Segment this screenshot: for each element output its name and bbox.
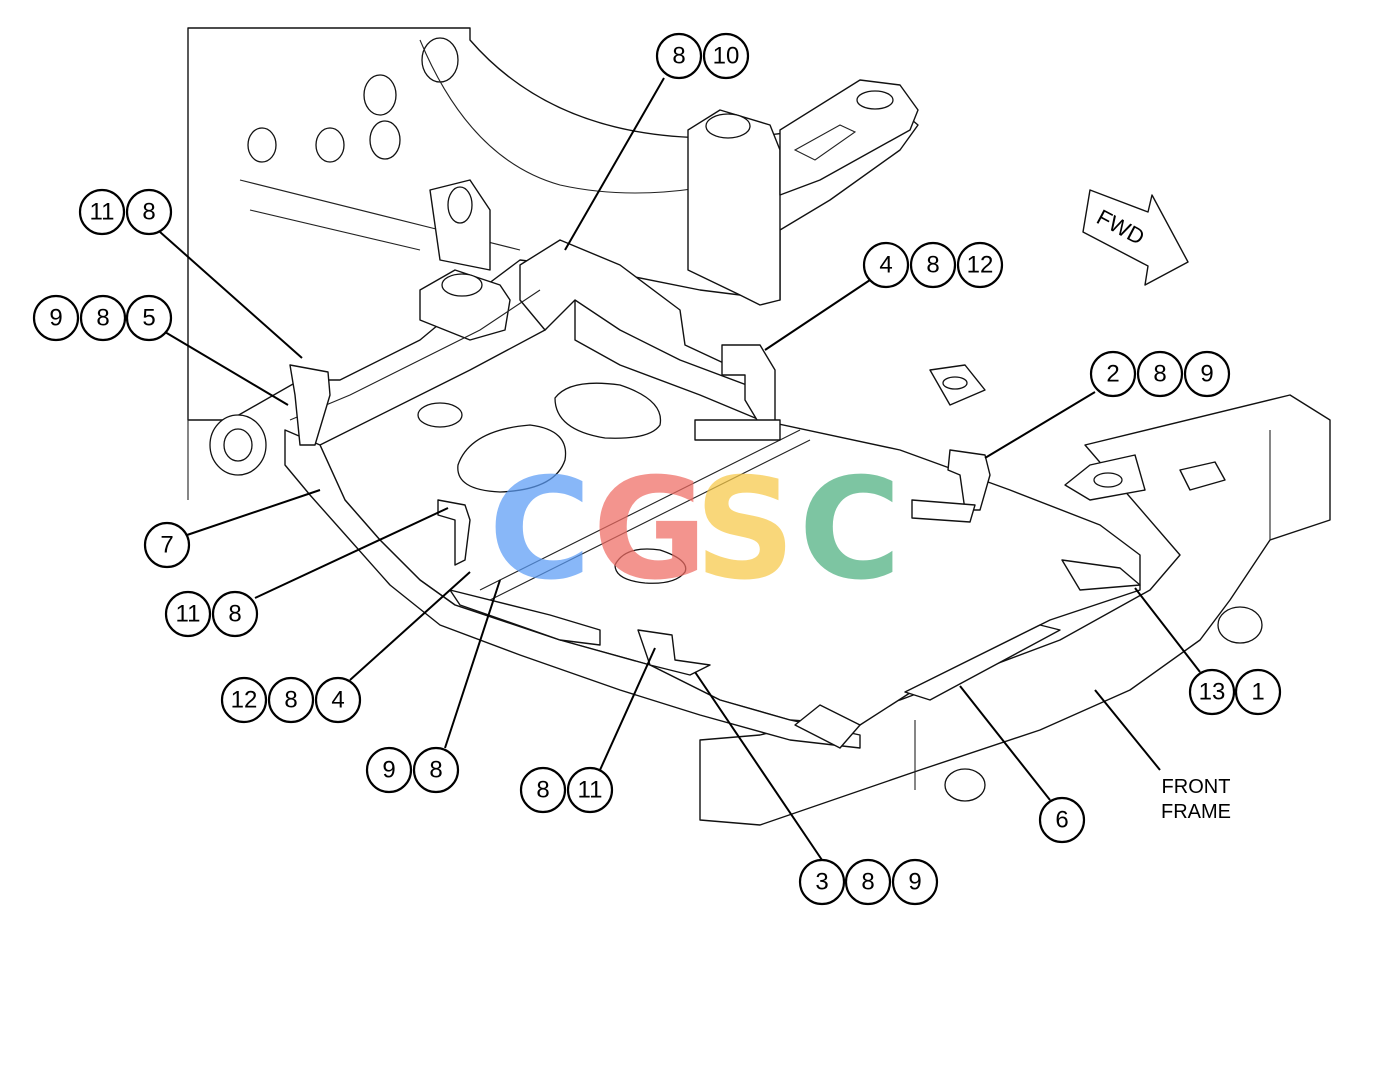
svg-text:8: 8 — [1153, 361, 1166, 388]
svg-text:3: 3 — [815, 869, 828, 896]
svg-text:9: 9 — [382, 757, 395, 784]
watermark-letter-g: G — [593, 449, 708, 612]
callout-3-8-9: 3 8 9 — [798, 858, 939, 906]
svg-text:6: 6 — [1055, 807, 1068, 834]
svg-text:1: 1 — [1251, 679, 1264, 706]
svg-text:8: 8 — [284, 687, 297, 714]
callout-8-10: 8 10 — [655, 32, 750, 80]
callout-13-1: 13 1 — [1188, 668, 1282, 716]
svg-text:11: 11 — [578, 777, 603, 804]
callout-11-8-mid: 11 8 — [164, 590, 259, 638]
leader-lines — [159, 77, 1201, 861]
watermark-letter-c2: C — [799, 449, 902, 612]
front-frame-label-line1: FRONT — [1162, 776, 1231, 798]
callout-8-11: 8 11 — [519, 766, 614, 814]
svg-text:8: 8 — [96, 305, 109, 332]
callout-11-8-top: 11 8 — [78, 188, 173, 236]
svg-text:4: 4 — [879, 252, 892, 279]
callout-4-8-12: 4 8 12 — [862, 241, 1004, 289]
front-frame-label: FRONT FRAME — [1161, 776, 1231, 823]
svg-text:8: 8 — [536, 777, 549, 804]
svg-text:2: 2 — [1106, 361, 1119, 388]
svg-text:9: 9 — [1200, 361, 1213, 388]
callout-9-8-5: 9 8 5 — [32, 294, 173, 342]
watermark-letter-c1: C — [489, 449, 592, 612]
svg-text:8: 8 — [228, 601, 241, 628]
watermark: C G S C — [489, 449, 902, 612]
svg-text:11: 11 — [176, 601, 201, 628]
rear-frame-structure — [187, 27, 919, 500]
svg-text:7: 7 — [160, 532, 173, 559]
svg-text:9: 9 — [908, 869, 921, 896]
callout-6: 6 — [1038, 796, 1086, 844]
fwd-arrow: FWD — [1082, 189, 1189, 286]
svg-text:13: 13 — [1199, 679, 1226, 706]
front-frame-label-line2: FRAME — [1161, 801, 1231, 823]
svg-text:12: 12 — [231, 687, 258, 714]
svg-text:4: 4 — [331, 687, 344, 714]
svg-text:8: 8 — [672, 43, 685, 70]
svg-text:5: 5 — [142, 305, 155, 332]
callout-2-8-9: 2 8 9 — [1089, 350, 1231, 398]
svg-text:8: 8 — [926, 252, 939, 279]
floor-plate — [284, 239, 1141, 749]
svg-text:9: 9 — [49, 305, 62, 332]
svg-text:8: 8 — [861, 869, 874, 896]
callout-7: 7 — [143, 521, 191, 569]
svg-text:10: 10 — [713, 43, 740, 70]
svg-text:8: 8 — [429, 757, 442, 784]
svg-text:12: 12 — [967, 252, 994, 279]
callout-9-8: 9 8 — [365, 746, 460, 794]
svg-text:11: 11 — [90, 199, 115, 226]
brackets — [289, 344, 1141, 676]
watermark-letter-s: S — [695, 449, 796, 612]
callout-12-8-4: 12 8 4 — [220, 676, 362, 724]
svg-text:8: 8 — [142, 199, 155, 226]
